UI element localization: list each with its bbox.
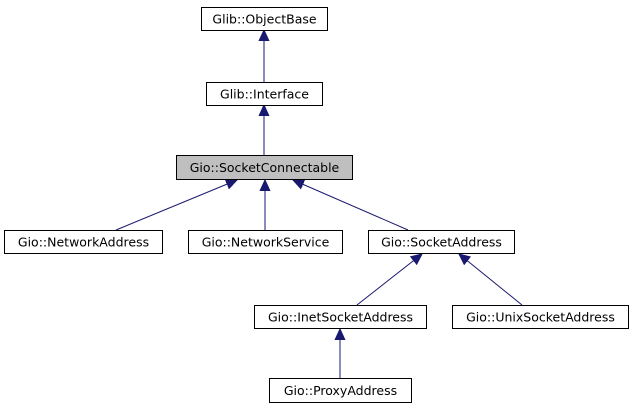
edge-inetsocketaddress-to-socketaddress <box>356 254 422 306</box>
node-proxyaddress[interactable]: Gio::ProxyAddress <box>269 378 412 403</box>
node-socketconnectable: Gio::SocketConnectable <box>176 155 353 180</box>
node-box <box>4 230 163 254</box>
node-box <box>368 230 515 254</box>
nodes: Glib::ObjectBaseGlib::InterfaceGio::Sock… <box>4 7 629 403</box>
edges <box>115 30 523 378</box>
node-box <box>254 305 427 329</box>
node-networkservice[interactable]: Gio::NetworkService <box>188 230 343 254</box>
node-label: Glib::ObjectBase <box>212 12 316 27</box>
node-box <box>206 82 323 106</box>
node-label: Gio::NetworkAddress <box>18 235 149 250</box>
edge-unixsocketaddress-to-socketaddress <box>459 254 523 306</box>
node-box <box>269 378 412 403</box>
node-label: Gio::SocketAddress <box>381 235 502 250</box>
edge-networkaddress-to-socketconnectable <box>115 180 237 231</box>
edge-socketaddress-to-socketconnectable <box>293 180 409 231</box>
node-box <box>188 230 343 254</box>
node-label: Gio::InetSocketAddress <box>268 310 413 325</box>
node-interface[interactable]: Glib::Interface <box>206 82 323 106</box>
node-objectbase[interactable]: Glib::ObjectBase <box>201 7 328 31</box>
node-box <box>176 155 353 180</box>
node-unixsocketaddress[interactable]: Gio::UnixSocketAddress <box>452 305 629 329</box>
node-box <box>452 305 629 329</box>
node-label: Gio::SocketConnectable <box>190 160 340 175</box>
node-label: Gio::ProxyAddress <box>284 383 397 398</box>
node-label: Gio::UnixSocketAddress <box>466 310 615 325</box>
node-inetsocketaddress[interactable]: Gio::InetSocketAddress <box>254 305 427 329</box>
node-networkaddress[interactable]: Gio::NetworkAddress <box>4 230 163 254</box>
node-label: Gio::NetworkService <box>202 235 330 250</box>
node-label: Glib::Interface <box>220 87 309 102</box>
node-box <box>201 7 328 31</box>
node-socketaddress[interactable]: Gio::SocketAddress <box>368 230 515 254</box>
